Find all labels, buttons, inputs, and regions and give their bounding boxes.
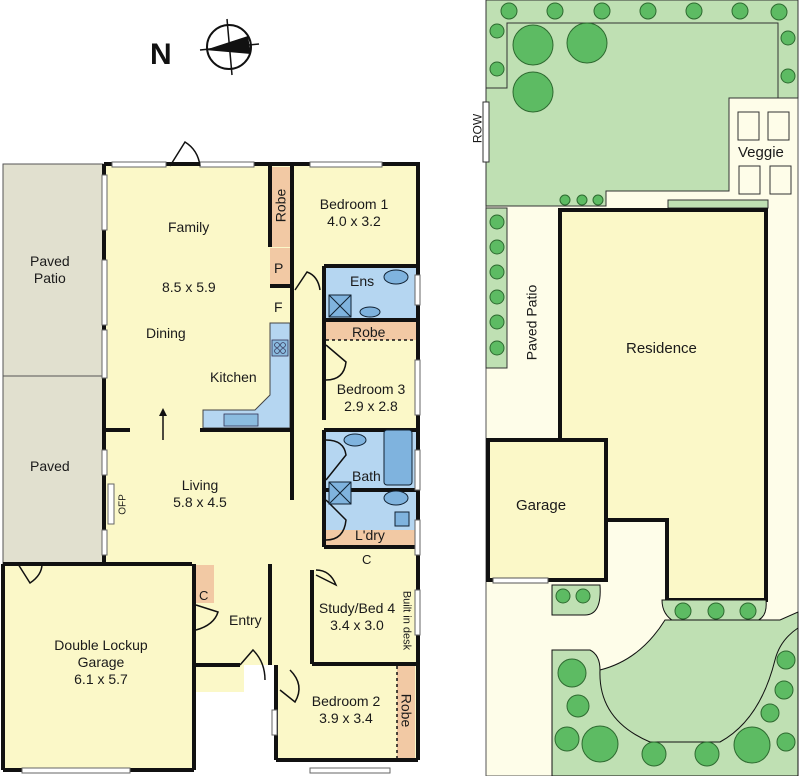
room-robe-2: Robe (398, 693, 415, 728)
room-paved-patio: Paved Patio (30, 253, 70, 287)
room-label: Paved (30, 253, 70, 269)
room-paved: Paved (30, 458, 70, 474)
room-pantry: P (274, 260, 284, 276)
paved-patio-area (2, 163, 104, 377)
room-ens: Ens (350, 273, 375, 289)
room-label: Bedroom 1 (319, 196, 389, 212)
fireplace-label: OFP (117, 494, 129, 515)
room-label: Bedroom 2 (311, 693, 381, 709)
room-robe-1: Robe (272, 188, 289, 223)
room-label: Study/Bed 4 (318, 600, 396, 616)
room-label: Double Lockup (54, 637, 148, 653)
north-label: N (150, 38, 172, 71)
room-laundry: L'dry (355, 527, 385, 543)
room-entry: Entry (229, 612, 262, 628)
site-garage-label: Garage (516, 497, 567, 514)
room-dims: 2.9 x 2.8 (344, 398, 398, 414)
room-family-dims: 8.5 x 5.9 (162, 279, 216, 295)
room-dims: 4.0 x 3.2 (327, 213, 381, 229)
room-dims: 3.9 x 3.4 (319, 710, 373, 726)
room-kitchen: Kitchen (210, 369, 257, 385)
room-label: Bedroom 3 (336, 381, 406, 397)
room-dims: 6.1 x 5.7 (74, 671, 128, 687)
room-robe-3: Robe (352, 324, 386, 340)
room-label: Patio (33, 270, 66, 286)
room-bedroom-2: Bedroom 2 3.9 x 3.4 (306, 693, 386, 727)
site-paved-patio-label: Paved Patio (523, 284, 540, 361)
room-cupboard-laundry: C (362, 552, 372, 567)
room-garage: Double Lockup Garage 6.1 x 5.7 (48, 637, 154, 688)
veggie-label: Veggie (738, 144, 784, 161)
room-dining: Dining (146, 325, 186, 341)
room-bedroom-3: Bedroom 3 2.9 x 2.8 (336, 381, 406, 415)
room-dims: 5.8 x 4.5 (173, 494, 227, 510)
room-fridge: F (274, 299, 283, 315)
room-bath: Bath (352, 468, 381, 484)
room-study: Study/Bed 4 3.4 x 3.0 (316, 600, 398, 634)
room-label: Living (181, 477, 219, 493)
compass-icon (199, 18, 260, 76)
room-bedroom-1: Bedroom 1 4.0 x 3.2 (318, 196, 390, 230)
room-cupboard-entry: C (199, 588, 209, 603)
room-label: Garage (77, 654, 125, 670)
row-label: ROW (470, 113, 485, 144)
residence-label: Residence (626, 340, 697, 357)
built-in-desk-label: Built in desk (400, 590, 413, 651)
room-dims: 3.4 x 3.0 (330, 617, 384, 633)
room-family: Family (168, 219, 210, 235)
room-living: Living 5.8 x 4.5 (170, 477, 230, 511)
